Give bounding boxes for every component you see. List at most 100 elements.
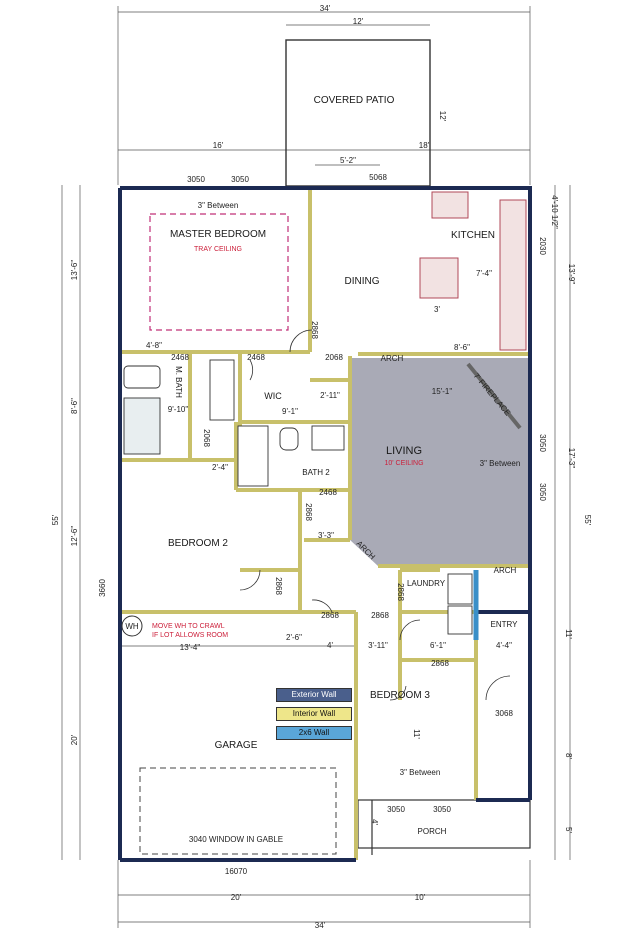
dim-3050-d: 3050: [433, 805, 451, 814]
dim-garage-13-4: 13'-4": [180, 643, 201, 652]
garage-door-outline: [139, 767, 337, 855]
dim-left-8-6: 8'-6": [70, 398, 79, 414]
door-2068-a: 2068: [325, 353, 343, 362]
dim-garage-door: 16070: [225, 867, 248, 876]
arch-top-label: ARCH: [381, 354, 404, 363]
dim-3660: 3660: [98, 579, 107, 597]
dim-kitchen-8-6: 8'-6": [454, 343, 470, 352]
dim-left-13-6: 13'-6": [70, 260, 79, 281]
dim-left-20: 20': [70, 734, 79, 745]
dim-bed3-11: 11': [412, 729, 421, 739]
dining-label: DINING: [345, 276, 380, 287]
dim-5068: 5068: [369, 173, 387, 182]
dim-right-13-9: 13'-9": [567, 264, 576, 285]
dim-left-12-6: 12'-6": [70, 526, 79, 547]
m-bath-label: M. BATH: [174, 366, 183, 398]
dim-entry-4-4: 4'-4": [496, 641, 512, 650]
bedroom3-label: BEDROOM 3: [370, 690, 430, 701]
dim-right-18: 18': [419, 141, 430, 150]
door-2868-b: 2868: [304, 503, 313, 521]
dim-bed3-3-11: 3'-11": [368, 641, 388, 650]
door-2868-c: 2868: [274, 577, 283, 595]
dim-bottom-20: 20': [231, 893, 242, 902]
dim-3050-b: 3050: [231, 175, 249, 184]
door-2468-b: 2468: [247, 353, 265, 362]
legend-exterior-wall: Exterior Wall: [276, 688, 352, 702]
dim-hall-2-4: 2'-4": [212, 463, 228, 472]
dim-overall-right: 55': [583, 515, 592, 526]
tray-ceiling-outline: [149, 213, 289, 331]
door-2868-f: 2868: [396, 583, 405, 601]
tray-ceiling-label: TRAY CEILING: [194, 246, 242, 253]
dim-kitchen-3: 3': [434, 305, 440, 314]
dim-right-4-10: 4'-10 1/2": [550, 195, 559, 229]
living-between-note: 3" Between: [480, 459, 521, 468]
dim-kitchen-7-4: 7'-4": [476, 269, 492, 278]
dim-3050-a: 3050: [187, 175, 205, 184]
dim-right-17-3: 17'-3": [567, 448, 576, 469]
dim-mbath-4-8: 4'-8": [146, 341, 162, 350]
water-heater-icon: [121, 615, 143, 637]
entry-label: ENTRY: [491, 620, 519, 629]
door-swings: [239, 329, 511, 701]
dim-patio-depth: 12': [438, 111, 447, 122]
dim-right-8: 8': [564, 753, 573, 759]
door-2868-d: 2868: [321, 611, 339, 620]
water-heater-label: WH: [125, 622, 139, 631]
dim-right-5: 5': [564, 827, 573, 833]
dim-wic-2-11: 2'-11": [320, 391, 340, 400]
dim-right-11: 11': [564, 629, 573, 639]
living-ceiling-label: 10' CEILING: [384, 460, 423, 467]
covered-patio-label: COVERED PATIO: [314, 95, 395, 106]
dim-patio-width: 12': [353, 17, 364, 26]
dim-hall-3-3: 3'-3": [318, 531, 334, 540]
dim-top-overall: 34': [320, 4, 331, 13]
dim-4: 4': [327, 641, 333, 650]
living-label: LIVING: [386, 445, 422, 457]
door-2468-a: 2468: [171, 353, 189, 362]
dim-porch-4: 4': [370, 819, 379, 825]
dim-wic-9-1: 9'-1": [282, 407, 298, 416]
garage-label: GARAGE: [215, 740, 258, 751]
dim-3050-c: 3050: [387, 805, 405, 814]
legend-2x6-wall: 2x6 Wall: [276, 726, 352, 740]
dim-living-15-1: 15'-1": [432, 387, 453, 396]
master-bedroom-label: MASTER BEDROOM: [170, 229, 266, 240]
dim-5-2: 5'-2": [340, 156, 356, 165]
dim-bed3-6-1: 6'-1": [430, 641, 446, 650]
dim-2-6: 2'-6": [286, 633, 302, 642]
dim-3068: 3068: [495, 709, 513, 718]
dim-3050-f: 3050: [538, 483, 547, 501]
dim-left-16: 16': [213, 141, 224, 150]
legend-interior-wall: Interior Wall: [276, 707, 352, 721]
dim-bottom-34: 34': [315, 921, 326, 930]
porch-label: PORCH: [418, 827, 447, 836]
bath2-label: BATH 2: [302, 468, 330, 477]
dim-bottom-10: 10': [415, 893, 426, 902]
garage-window-note: 3040 WINDOW IN GABLE: [189, 835, 283, 844]
bath-fixtures: [123, 359, 473, 635]
wic-label: WIC: [264, 391, 282, 401]
door-2868-a: 2868: [310, 321, 319, 339]
dimension-lines: [61, 6, 571, 928]
door-2868-e: 2868: [371, 611, 389, 620]
move-wh-note-1: MOVE WH TO CRAWL: [152, 623, 225, 630]
bedroom2-label: BEDROOM 2: [168, 538, 228, 549]
laundry-label: LAUNDRY: [407, 579, 446, 588]
kitchen-fixtures: [419, 191, 527, 351]
exterior-walls: [118, 186, 532, 862]
dim-2030: 2030: [538, 237, 547, 255]
arch-right-label: ARCH: [494, 566, 517, 575]
door-2868-g: 2868: [431, 659, 449, 668]
dim-3050-e: 3050: [538, 434, 547, 452]
door-2468-c: 2468: [319, 488, 337, 497]
dim-mbath-9-10: 9'-10": [168, 405, 189, 414]
fireplace-wall: [466, 362, 522, 430]
bed3-between-note: 3" Between: [400, 768, 441, 777]
move-wh-note-2: IF LOT ALLOWS ROOM: [152, 632, 228, 639]
dim-overall-left: 55': [51, 514, 60, 525]
living-room-area: [350, 358, 528, 566]
covered-patio: COVERED PATIO: [285, 39, 431, 187]
door-2068-b: 2068: [202, 429, 211, 447]
